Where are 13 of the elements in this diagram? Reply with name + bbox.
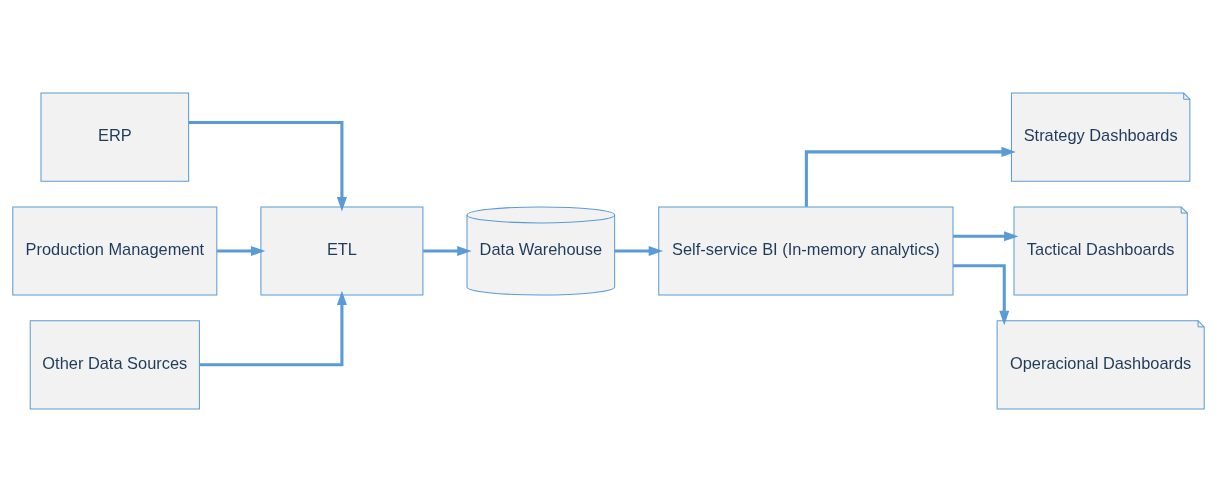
arrow	[423, 245, 472, 256]
arrow	[188, 120, 347, 211]
arrow	[614, 245, 664, 256]
arrow	[217, 245, 266, 256]
node-box: ERP	[40, 92, 190, 182]
node-box: Production Management	[12, 205, 218, 296]
node-box: Other Data Sources	[29, 319, 200, 409]
arrow	[804, 146, 1016, 207]
arrow	[199, 290, 347, 366]
arrow	[953, 263, 1010, 325]
arrow	[953, 230, 1019, 241]
node-box: ETL	[260, 205, 424, 296]
node-box: Self-service BI (In-memory analytics)	[658, 205, 954, 296]
